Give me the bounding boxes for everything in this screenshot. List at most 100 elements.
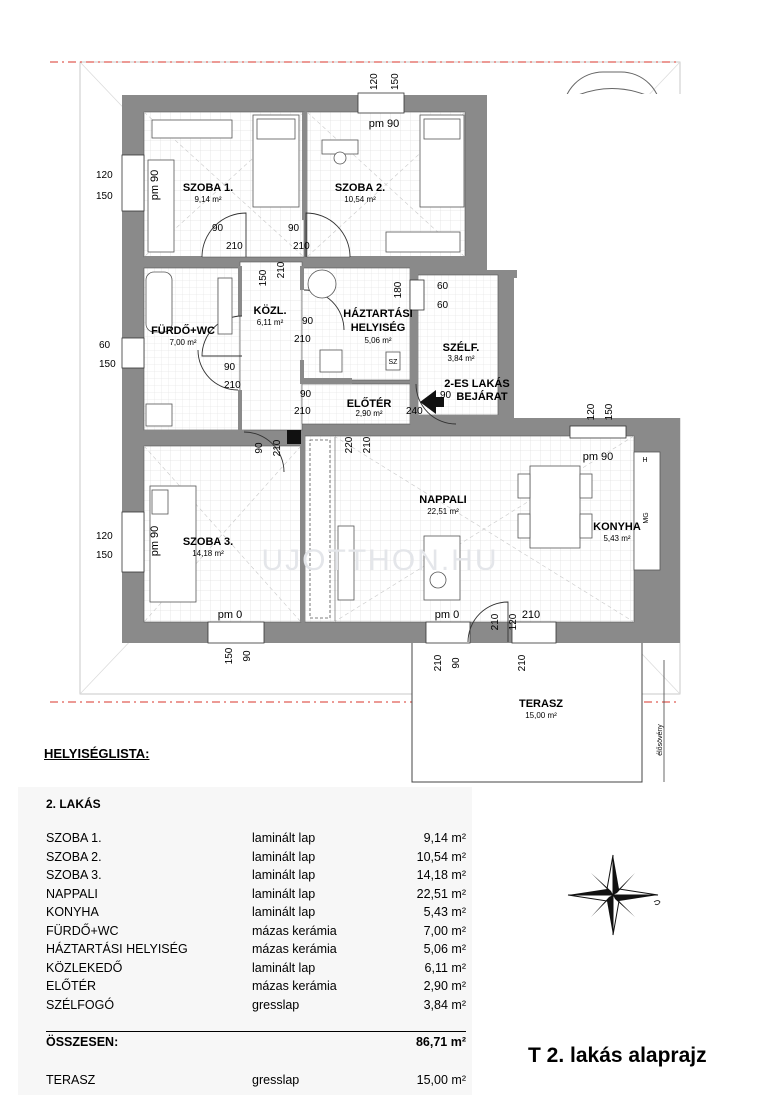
dim-label: 210	[433, 654, 444, 671]
legend-room-material: laminált lap	[252, 905, 316, 919]
room-name: NAPPALI	[419, 494, 466, 506]
dim-label: 120	[369, 73, 380, 90]
legend-room-name: FÜRDŐ+WC	[46, 923, 119, 938]
entrance-label: 2-ES LAKÁS	[444, 377, 509, 390]
dim-label: pm 90	[369, 118, 400, 130]
dim-label: 210	[293, 241, 310, 252]
legend-terrace-name: TERASZ	[46, 1073, 96, 1087]
legend-room-name: SZOBA 1.	[46, 831, 102, 845]
legend-room-name: SZOBA 3.	[46, 868, 102, 882]
legend-room-material: laminált lap	[252, 868, 316, 882]
hedge-note: élősövény	[657, 724, 664, 756]
legend-total-area: 86,71 m²	[415, 1035, 466, 1049]
compass-rose-icon	[567, 854, 661, 936]
legend-terrace-material: gresslap	[252, 1073, 300, 1087]
legend-room-name: HÁZTARTÁSI HELYISÉG	[46, 942, 188, 956]
legend-terrace-area: 15,00 m²	[416, 1073, 466, 1087]
entrance-arrow-icon	[420, 390, 444, 414]
dim-label: 90	[300, 389, 312, 400]
legend-room-area: 2,90 m²	[423, 979, 466, 993]
room-area: 15,00 m²	[525, 711, 557, 720]
room-name: KÖZL.	[254, 304, 287, 317]
legend-room-material: mázas kerámia	[252, 923, 337, 938]
dim-label: 210	[362, 436, 373, 453]
dim-label: 90	[302, 316, 314, 327]
legend-room-area: 14,18 m²	[416, 868, 466, 882]
legend-total-label: ÖSSZESEN:	[46, 1035, 119, 1049]
dim-label: 210	[294, 406, 311, 417]
legend-room-name: KÖZLEKEDŐ	[46, 960, 123, 975]
legend-room-name: SZOBA 2.	[46, 849, 102, 864]
legend-section-title: 2. LAKÁS	[46, 797, 101, 811]
dim-label: 210	[490, 613, 501, 630]
legend-total-row: ÖSSZESEN: 86,71 m²	[46, 1035, 466, 1053]
legend-divider	[46, 1031, 466, 1032]
dim-label: 150	[96, 550, 113, 561]
dim-label: 60	[437, 281, 449, 292]
legend-terrace-row: TERASZ gresslap 15,00 m²	[46, 1073, 466, 1091]
fixture-label-h: H	[642, 457, 647, 464]
legend-room-material: mázas kerámia	[252, 942, 337, 956]
room-labels: SZOBA 1. 9,14 m² SZOBA 2. 10,54 m² KÖZL.…	[151, 182, 641, 720]
legend-room-material: laminált lap	[252, 831, 316, 845]
dim-label: 150	[258, 269, 269, 286]
dim-label: 150	[99, 359, 116, 370]
dim-label: 240	[406, 406, 423, 417]
legend-room-area: 7,00 m²	[423, 923, 466, 938]
room-name: FÜRDŐ+WC	[151, 324, 215, 337]
room-area: 6,11 m²	[257, 318, 284, 327]
dim-label: 90	[242, 650, 253, 662]
dim-label: 90	[451, 657, 462, 669]
legend-room-area: 5,43 m²	[423, 905, 466, 919]
entrance-label: BEJÁRAT	[456, 390, 507, 403]
dim-label: 90	[254, 442, 265, 454]
dim-label: pm 90	[583, 451, 614, 463]
legend-row: KONYHA laminált lap 5,43 m²	[46, 905, 466, 923]
fixture-label-sz: SZ	[389, 359, 399, 366]
dim-label: 210	[294, 334, 311, 345]
document-title: T 2. lakás alaprajz	[528, 1044, 707, 1067]
dim-label: 120	[508, 613, 519, 630]
watermark: UJOTTHON.HU	[262, 544, 499, 577]
dim-label: pm 0	[218, 609, 242, 621]
windows	[121, 92, 627, 644]
room-area: 10,54 m²	[344, 195, 376, 204]
room-name: HELYISÉG	[351, 321, 406, 334]
dim-label: 210	[224, 380, 241, 391]
dimension-labels: 120 150 pm 90 pm 90 120 150 90 90 210 21…	[96, 73, 615, 671]
room-area: 2,90 m²	[355, 409, 382, 418]
dim-label: pm 0	[435, 609, 459, 621]
dim-label: 150	[96, 191, 113, 202]
legend-room-area: 22,51 m²	[416, 886, 466, 901]
dim-label: 90	[212, 223, 224, 234]
dim-label: pm 90	[149, 170, 161, 201]
legend-row: SZOBA 3. laminált lap 14,18 m²	[46, 868, 466, 886]
room-area: 5,06 m²	[364, 336, 391, 345]
room-name: SZOBA 3.	[183, 536, 233, 548]
legend-room-material: laminált lap	[252, 960, 316, 975]
legend-room-name: ELŐTÉR	[46, 979, 97, 993]
legend-room-name: NAPPALI	[46, 886, 98, 901]
chimney	[287, 430, 301, 444]
furniture	[145, 114, 661, 619]
legend-room-name: KONYHA	[46, 905, 99, 919]
inner-walls	[144, 112, 514, 622]
dim-label: 120	[96, 531, 113, 542]
room-area: 14,18 m²	[192, 549, 224, 558]
legend-row: FÜRDŐ+WC mázas kerámia 7,00 m²	[46, 924, 466, 942]
legend-room-name: SZÉLFOGÓ	[46, 997, 115, 1012]
room-area: 9,14 m²	[194, 195, 221, 204]
dim-label: 150	[604, 403, 615, 420]
dim-label: 210	[522, 609, 540, 621]
room-area: 3,84 m²	[447, 354, 474, 363]
legend-room-area: 3,84 m²	[423, 997, 466, 1012]
dim-label: 220	[344, 436, 355, 453]
dim-label: 210	[272, 439, 283, 456]
dim-label: 210	[226, 241, 243, 252]
